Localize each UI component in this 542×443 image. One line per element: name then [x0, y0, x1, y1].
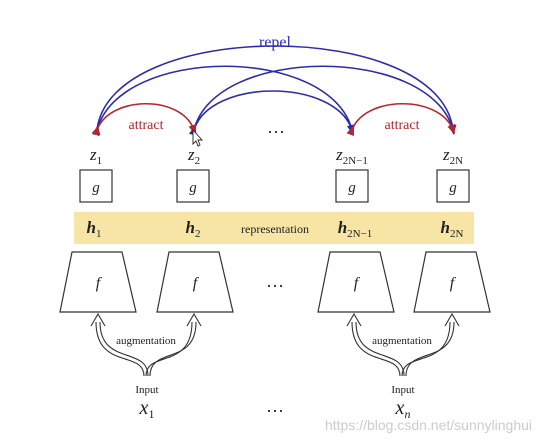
attract-arrows: [91, 103, 455, 137]
attract-arc-left: [91, 103, 197, 137]
repel-arrows: [92, 45, 457, 136]
input-x1: x1: [139, 397, 155, 421]
attract-label-right: attract: [385, 118, 420, 133]
f-encoder: [59, 251, 137, 313]
attract-label-left: attract: [129, 118, 164, 133]
augmentation-label-right: augmentation: [372, 335, 432, 347]
g-label: g: [189, 180, 197, 196]
watermark: https://blog.csdn.net/sunnylinghui: [325, 417, 532, 433]
ellipsis-bottom: …: [266, 396, 284, 416]
f-label: f: [96, 275, 103, 292]
repel-arc-2-to-2N: [188, 65, 454, 136]
g-box: [79, 169, 113, 203]
repel-arc-1-to-2N-1: [96, 65, 355, 135]
input-label-left: Input: [135, 384, 158, 396]
cursor-icon: [192, 128, 204, 147]
input-label-right: Input: [391, 384, 414, 396]
augmentation-label-left: augmentation: [116, 335, 176, 347]
g-box: [436, 169, 470, 203]
column-2N: z2N g h2N f: [413, 145, 491, 313]
z-label: z1: [89, 145, 102, 167]
f-label: f: [450, 275, 457, 292]
f-encoder: [413, 251, 491, 313]
z-label: z2: [187, 145, 200, 167]
column-1: z1 g h1 f: [59, 145, 137, 313]
h-label: h2N−1: [338, 218, 373, 240]
z-label: z2N: [442, 145, 463, 167]
input-xn: xn: [395, 397, 411, 421]
representation-label: representation: [241, 222, 309, 236]
h-label: h2: [186, 218, 201, 240]
g-label: g: [449, 180, 457, 196]
augmentation-arrows-right: [346, 312, 460, 377]
repel-arc-2-to-2N-1: [193, 90, 353, 131]
f-encoder: [156, 251, 234, 313]
z-label: z2N−1: [335, 145, 368, 167]
column-2N-1: z2N−1 g h2N−1 f: [317, 145, 395, 313]
repel-arc-1-to-2N: [92, 45, 457, 136]
g-label: g: [92, 180, 100, 196]
ellipsis-mid: …: [266, 271, 284, 291]
f-label: f: [354, 275, 361, 292]
g-label: g: [348, 180, 356, 196]
column-2: z2 g h2 f: [156, 145, 234, 313]
g-box: [335, 169, 369, 203]
h-label: h2N: [441, 218, 464, 240]
representation-band: [74, 212, 474, 244]
f-label: f: [193, 275, 200, 292]
h-label: h1: [87, 218, 102, 240]
attract-arc-right: [346, 103, 455, 137]
augmentation-arrows-left: [90, 312, 202, 377]
g-box: [176, 169, 210, 203]
repel-label: repel: [259, 34, 292, 51]
ellipsis-top: …: [267, 117, 285, 137]
f-encoder: [317, 251, 395, 313]
